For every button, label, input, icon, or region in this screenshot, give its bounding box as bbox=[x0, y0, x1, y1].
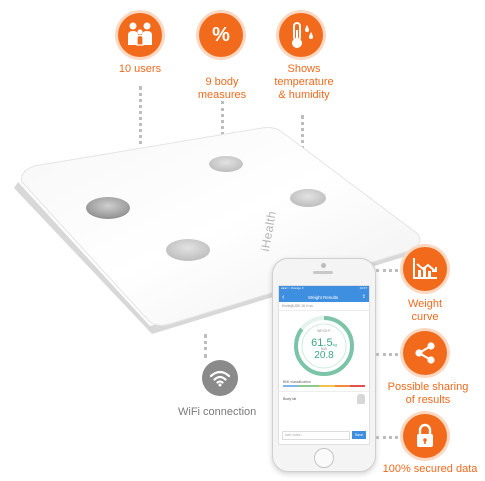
wifi-icon bbox=[209, 370, 231, 387]
temperature-connector bbox=[301, 115, 307, 157]
weight-readout: 61.5kg bbox=[293, 333, 355, 351]
save-button[interactable]: Save bbox=[352, 431, 366, 439]
phone-speaker bbox=[313, 271, 333, 274]
status-carrier: ●●●○○ Orange F bbox=[281, 286, 304, 290]
scale-pad-left bbox=[86, 197, 130, 219]
divider bbox=[279, 391, 369, 392]
family-icon bbox=[128, 22, 152, 46]
weight-curve-connector bbox=[376, 269, 398, 275]
measures-label-text: 9 body measures bbox=[197, 76, 247, 101]
percent-icon: % bbox=[212, 23, 230, 46]
bmi-value: 20.8 bbox=[314, 350, 334, 361]
body-fat-label: Body fat bbox=[283, 397, 297, 401]
body-fat-row[interactable]: Body fat bbox=[279, 394, 369, 404]
users-label: 10 users bbox=[118, 63, 162, 75]
status-time: 14:37 bbox=[359, 286, 367, 290]
measures-badge: % bbox=[199, 13, 243, 57]
temperature-label bbox=[256, 32, 352, 45]
scale-pad-top bbox=[209, 156, 243, 172]
weight-ring: WEIGHT 61.5kg BMI 20.8 bbox=[293, 315, 355, 377]
phone-camera bbox=[321, 263, 326, 268]
temperature-label-text: Shows temperature & humidity bbox=[274, 63, 334, 101]
wifi-label: WiFi connection bbox=[178, 406, 257, 418]
bmi-classification-bar bbox=[283, 385, 366, 387]
scale-pad-bottom bbox=[166, 239, 210, 261]
phone-screen: ●●●○○ Orange F 14:37 ‹ Weight Results ⇪ … bbox=[278, 285, 370, 445]
sharing-connector bbox=[376, 353, 398, 359]
status-bar: ●●●○○ Orange F 14:37 bbox=[279, 286, 369, 292]
nav-bar: ‹ Weight Results ⇪ bbox=[279, 292, 369, 302]
wifi-badge bbox=[202, 360, 238, 396]
share-small-icon[interactable]: ⇪ bbox=[361, 294, 366, 300]
bmi-caption: BMI bbox=[320, 347, 328, 351]
padlock-icon bbox=[417, 423, 433, 447]
secured-badge bbox=[403, 414, 447, 458]
weight-value: 61.5 bbox=[311, 337, 333, 349]
weight-curve-label: Weight curve bbox=[407, 298, 443, 323]
nav-title: Weight Results bbox=[307, 294, 339, 300]
smartphone: ●●●○○ Orange F 14:37 ‹ Weight Results ⇪ … bbox=[272, 258, 376, 472]
secured-connector bbox=[376, 436, 398, 442]
back-chevron-icon[interactable]: ‹ bbox=[282, 293, 285, 301]
bmi-section-label: BMI classification bbox=[283, 380, 311, 384]
wifi-connector bbox=[204, 334, 210, 358]
weight-caption: WEIGHT bbox=[317, 329, 331, 333]
chart-curve-icon bbox=[413, 258, 437, 279]
measures-connector bbox=[221, 101, 227, 135]
weight-curve-badge bbox=[403, 247, 447, 291]
sharing-badge bbox=[403, 331, 447, 375]
secured-label: 100% secured data bbox=[382, 463, 478, 475]
users-badge bbox=[118, 13, 162, 57]
user-row: Emile@JDE 16 H ss bbox=[279, 302, 369, 311]
measures-label: 9 body measures bbox=[180, 63, 264, 102]
users-connector bbox=[139, 86, 145, 152]
weight-unit: kg bbox=[332, 342, 337, 347]
body-figure-icon bbox=[357, 394, 365, 404]
thermometer-droplets-icon bbox=[292, 22, 313, 48]
phone-home-button[interactable] bbox=[314, 448, 334, 468]
scale-pad-right bbox=[290, 189, 326, 207]
sharing-label: Possible sharing of results bbox=[387, 381, 469, 406]
temperature-badge bbox=[279, 13, 323, 57]
notes-row: Add notes... Save bbox=[282, 431, 366, 440]
notes-input[interactable]: Add notes... bbox=[282, 431, 350, 440]
share-icon bbox=[415, 342, 435, 364]
